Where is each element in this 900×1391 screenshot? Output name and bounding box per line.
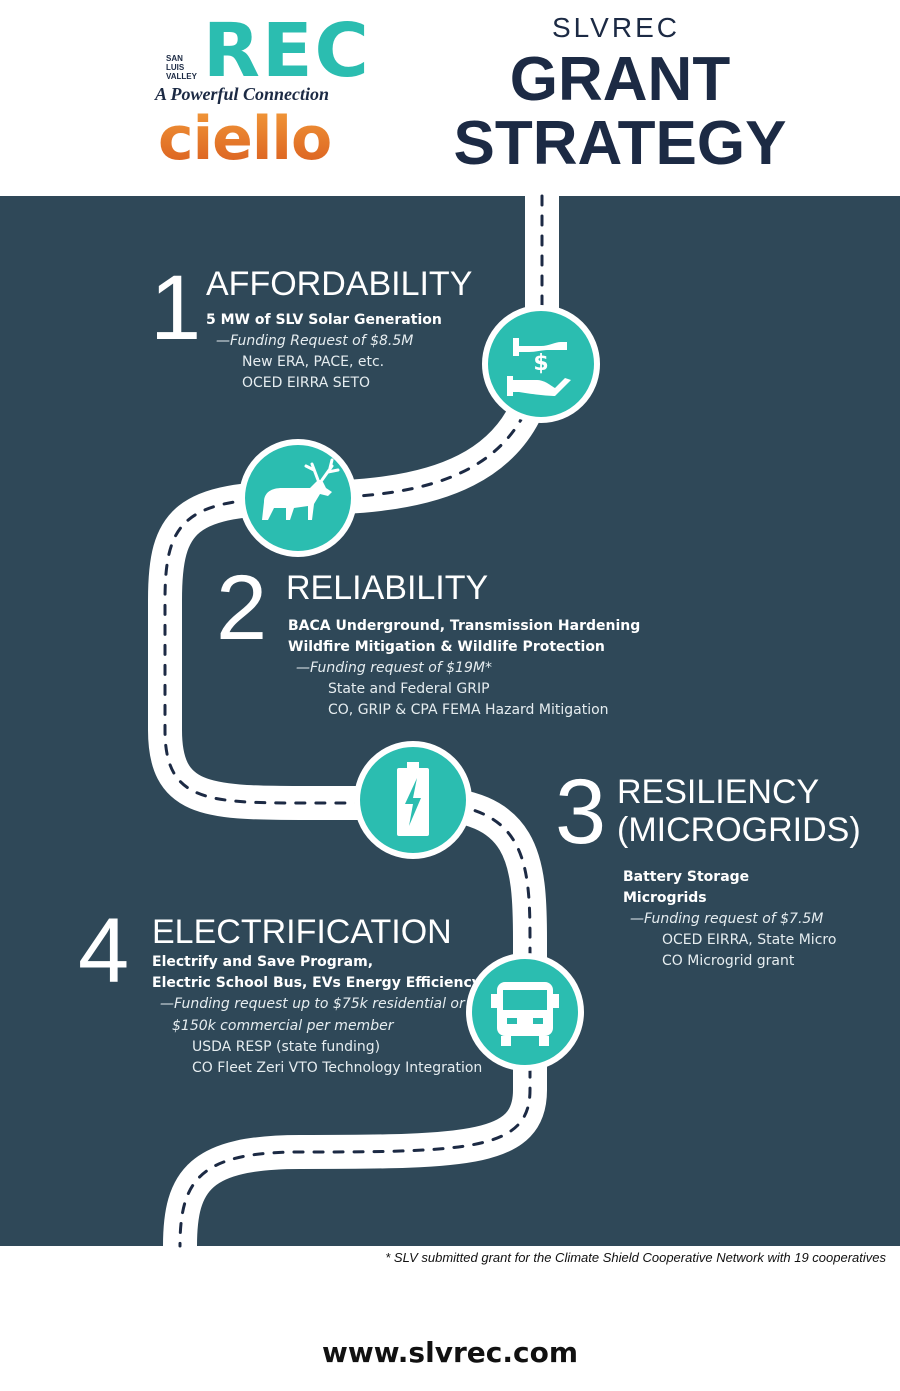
title-big-line: GRANT bbox=[509, 45, 731, 114]
website-link[interactable]: www.slvrec.com bbox=[321, 1336, 578, 1369]
section-2-bold-line: Wildfire Mitigation & Wildlife Protectio… bbox=[288, 639, 605, 655]
title-big: GRANT STRATEGY bbox=[440, 48, 800, 176]
logo-ciello: ciello bbox=[158, 104, 332, 174]
hand-money-icon: $ bbox=[482, 305, 600, 423]
section-3-heading-line-1: RESILIENCY bbox=[617, 773, 820, 811]
school-bus-icon bbox=[466, 953, 584, 1071]
title-small: SLVREC bbox=[552, 12, 680, 43]
logo-slv-text: SAN LUIS VALLEY bbox=[166, 54, 206, 81]
section-1-heading: AFFORDABILITY bbox=[206, 265, 473, 303]
section-1-number: 1 bbox=[150, 257, 202, 359]
section-2-heading: RELIABILITY bbox=[286, 569, 489, 607]
section-4-funding: $150k commercial per member bbox=[172, 1018, 394, 1034]
section-1-funding: —Funding Request of $8.5M bbox=[216, 333, 414, 349]
logo-rec: REC bbox=[203, 8, 371, 94]
logo-tagline: A Powerful Connection bbox=[155, 84, 330, 104]
section-3-bold-line: Microgrids bbox=[623, 890, 707, 906]
section-3-bold-line: Battery Storage bbox=[623, 869, 750, 885]
section-1-source: OCED EIRRA SETO bbox=[242, 375, 371, 391]
section-1-source: New ERA, PACE, etc. bbox=[242, 354, 385, 370]
section-4-bold-line: Electric School Bus, EVs Energy Efficien… bbox=[152, 975, 481, 991]
section-1-bold-line: 5 MW of SLV Solar Generation bbox=[206, 312, 442, 328]
header: SAN LUIS VALLEY REC A Powerful Connectio… bbox=[0, 0, 900, 196]
footnote: * SLV submitted grant for the Climate Sh… bbox=[385, 1250, 886, 1265]
title-big-line: STRATEGY bbox=[453, 109, 787, 178]
section-2-funding: —Funding request of $19M* bbox=[296, 660, 492, 676]
section-4-source: USDA RESP (state funding) bbox=[192, 1039, 381, 1055]
logo-slv-line: SAN bbox=[166, 54, 183, 63]
svg-text:$: $ bbox=[533, 351, 548, 376]
battery-bolt-icon bbox=[354, 741, 472, 859]
section-2-number: 2 bbox=[216, 557, 268, 659]
section-3-funding: —Funding request of $7.5M bbox=[630, 911, 824, 927]
section-4-number: 4 bbox=[78, 900, 130, 1002]
logo-slv-line: VALLEY bbox=[166, 72, 197, 81]
section-3-source: CO Microgrid grant bbox=[662, 953, 795, 969]
section-3-source: OCED EIRRA, State Micro bbox=[662, 932, 837, 948]
section-2-source: State and Federal GRIP bbox=[328, 681, 490, 697]
logo-slv-line: LUIS bbox=[166, 63, 185, 72]
elk-icon bbox=[239, 439, 357, 557]
section-4-funding: —Funding request up to $75k residential … bbox=[160, 996, 465, 1012]
section-4-bold-line: Electrify and Save Program, bbox=[152, 954, 374, 970]
section-4-source: CO Fleet Zeri VTO Technology Integration bbox=[192, 1060, 483, 1076]
section-3-number: 3 bbox=[555, 761, 607, 863]
section-4-heading: ELECTRIFICATION bbox=[152, 913, 452, 951]
section-2-source: CO, GRIP & CPA FEMA Hazard Mitigation bbox=[328, 702, 609, 718]
section-3-heading-line-2: (MICROGRIDS) bbox=[617, 811, 861, 849]
section-2-bold-line: BACA Underground, Transmission Hardening bbox=[288, 618, 641, 634]
